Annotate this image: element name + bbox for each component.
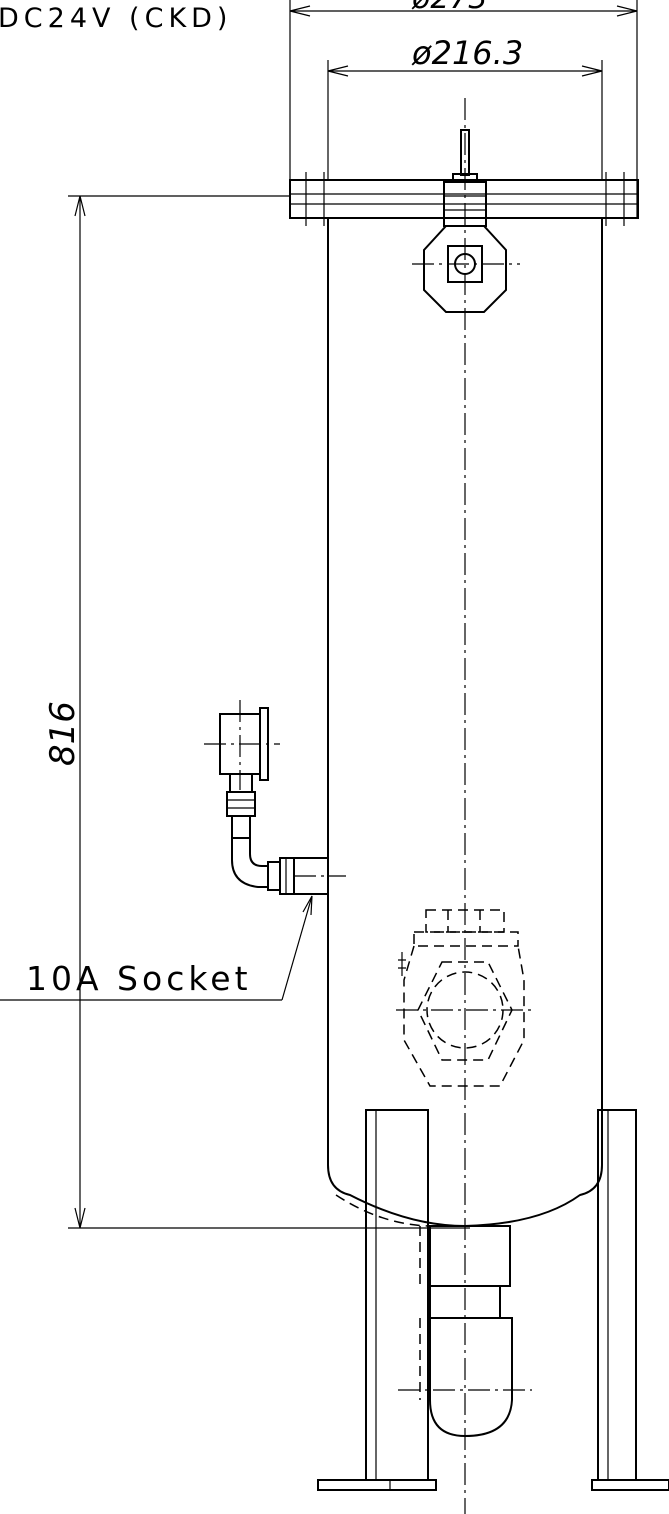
inner-diameter-dimension: ø216.3 bbox=[327, 34, 603, 180]
voltage-note: DC24V (CKD) bbox=[0, 3, 232, 34]
drain-nozzle bbox=[396, 909, 534, 1087]
bottom-outlet bbox=[398, 1225, 532, 1438]
socket-label: 10A Socket bbox=[26, 959, 252, 998]
right-leg bbox=[591, 1109, 669, 1491]
top-valve bbox=[412, 129, 520, 313]
inner-diameter-label: ø216.3 bbox=[411, 34, 523, 72]
height-dimension: 816 bbox=[43, 195, 470, 1229]
height-label: 816 bbox=[43, 701, 83, 766]
top-flange bbox=[289, 172, 639, 226]
outer-diameter-label: ø273 bbox=[411, 0, 488, 16]
socket-callout: 10A Socket bbox=[0, 895, 313, 1001]
left-leg bbox=[317, 1109, 437, 1491]
pressure-gauge bbox=[204, 700, 346, 895]
outer-diameter-dimension: ø273 bbox=[289, 0, 638, 218]
